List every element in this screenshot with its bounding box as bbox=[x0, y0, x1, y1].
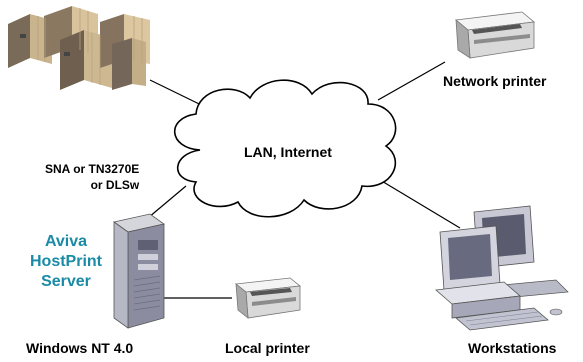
product-name-line-3: Server bbox=[41, 273, 91, 290]
protocol-label: SNA or TN3270E or DLSw bbox=[45, 161, 139, 193]
lan-cloud-label: LAN, Internet bbox=[244, 144, 332, 160]
product-name-label: Aviva HostPrint Server bbox=[30, 232, 102, 292]
network-printer-icon bbox=[455, 11, 535, 59]
product-name-line-2: HostPrint bbox=[30, 253, 102, 270]
product-name-line-1: Aviva bbox=[44, 233, 88, 250]
protocol-line-1: SNA or TN3270E bbox=[45, 162, 140, 176]
network-printer-label: Network printer bbox=[443, 73, 547, 89]
workstations-link bbox=[379, 179, 461, 229]
server-os-label: Windows NT 4.0 bbox=[26, 340, 134, 356]
protocol-line-2: or DLSw bbox=[90, 178, 140, 192]
local-printer-label: Local printer bbox=[225, 340, 310, 356]
mainframe-icon bbox=[8, 6, 150, 90]
lan-cloud bbox=[173, 79, 397, 218]
server-icon bbox=[113, 213, 165, 329]
network-printer-link bbox=[377, 61, 446, 101]
local-printer-icon bbox=[234, 277, 302, 319]
workstations-icon bbox=[435, 205, 569, 331]
workstations-label: Workstations bbox=[468, 340, 557, 356]
